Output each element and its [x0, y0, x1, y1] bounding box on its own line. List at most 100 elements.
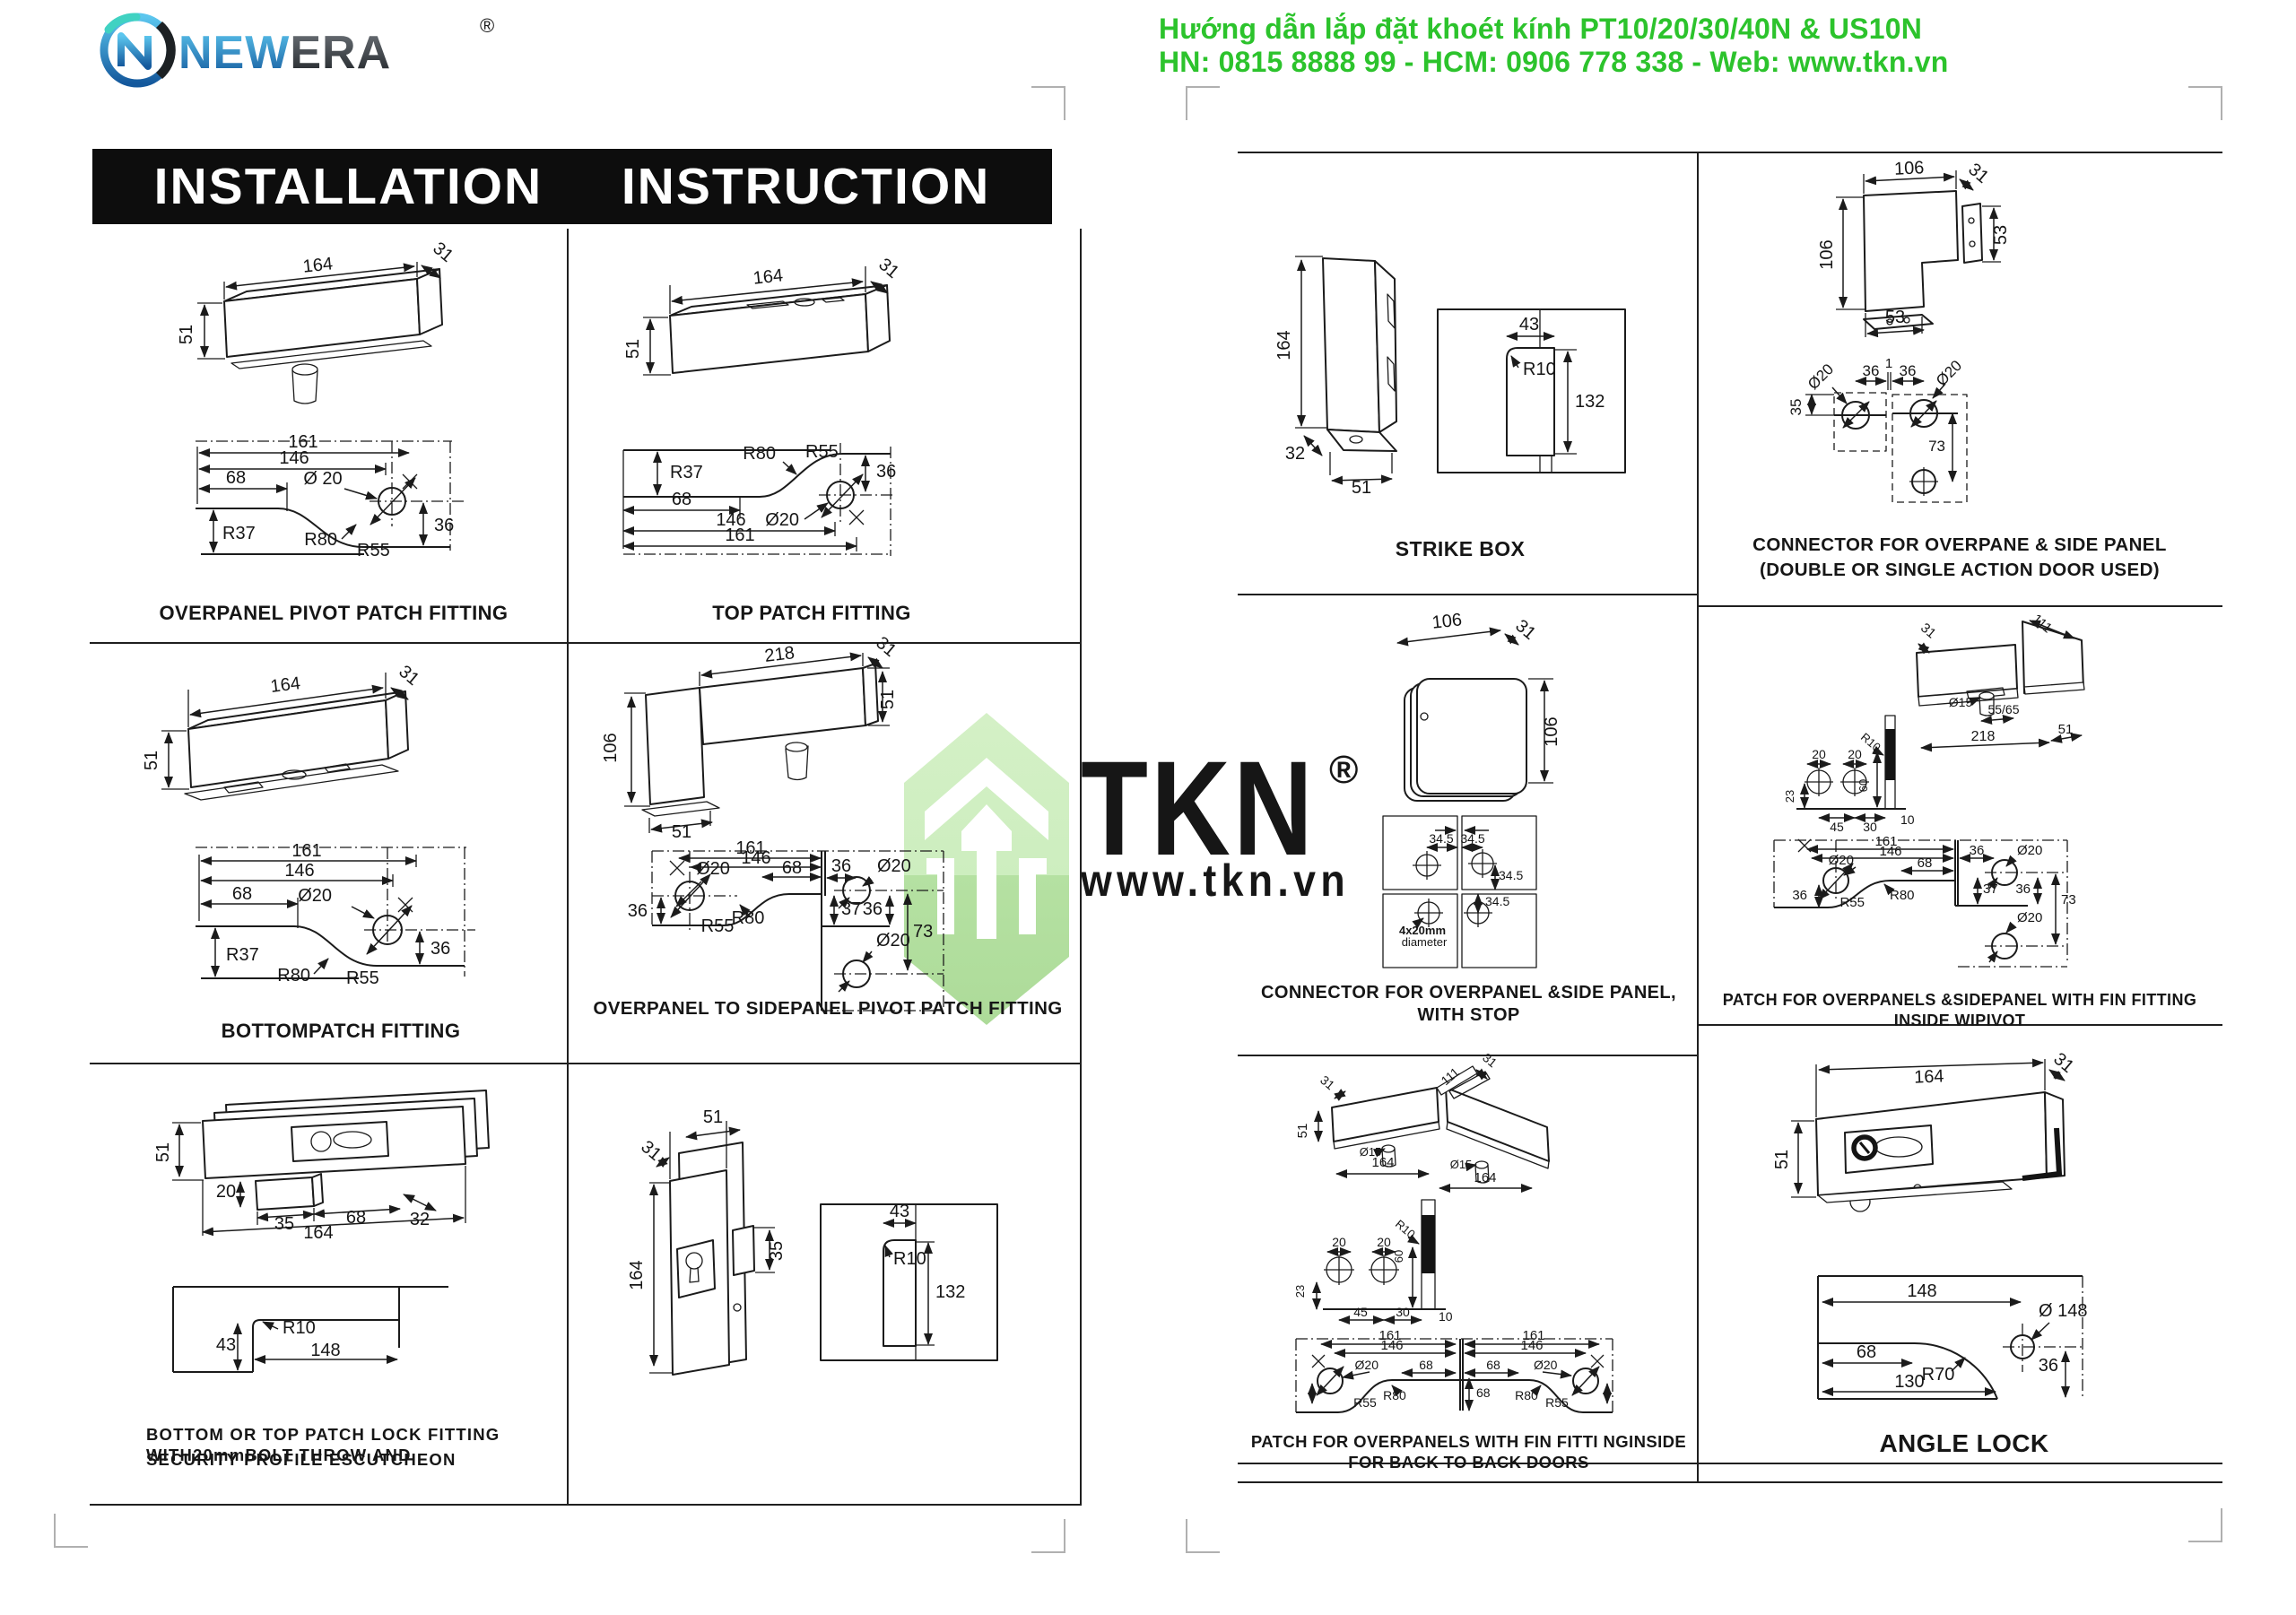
dim-label: R55 [805, 442, 839, 462]
dim-label: 106 [1542, 716, 1561, 746]
caption-c8-line2: (DOUBLE OR SINGLE ACTION DOOR USED) [1759, 560, 2161, 580]
watermark-url: www.tkn.vn [1080, 855, 1350, 906]
dim-label: 53 [1885, 308, 1905, 327]
dim-label: 164 [1914, 1066, 1944, 1087]
dim-label: 161 [1522, 1328, 1544, 1343]
dim-label: 68 [1918, 855, 1933, 871]
dim-label: 51 [623, 339, 643, 359]
dim-label: 23 [1293, 1285, 1307, 1298]
dim-label: 34.5 [1485, 894, 1509, 908]
divider [90, 1063, 1082, 1064]
dim-label: Ø20 [1829, 853, 1854, 868]
dim-label: 36 [1900, 362, 1917, 379]
c11-drill-pattern [1312, 1199, 1446, 1324]
dim-label: diameter [1402, 935, 1448, 949]
c6-plan-view [820, 1203, 998, 1361]
dim-label: 45 [1830, 820, 1844, 834]
c3-3d-view [161, 673, 409, 801]
dim-label: R80 [304, 530, 337, 550]
c8-3d-view [1836, 170, 2001, 338]
dim-label: 164 [627, 1260, 647, 1289]
dim-label: 164 [752, 265, 784, 288]
dim-label: 55/65 [1987, 702, 2019, 716]
divider [1238, 594, 1699, 595]
page-title: INSTALLATION INSTRUCTION [92, 149, 1052, 224]
dim-label: Ø20 [1933, 357, 1965, 389]
caption-c9: CONNECTOR FOR OVERPANEL &SIDE PANEL, WIT… [1261, 983, 1676, 1025]
dim-label: 31 [395, 662, 422, 690]
dim-label: 34.5 [1460, 831, 1484, 846]
dim-label: 51 [672, 822, 691, 842]
dim-label: R80 [277, 966, 310, 985]
dim-label: 51 [153, 1142, 173, 1162]
dim-label: 73 [2061, 892, 2076, 907]
dim-label: 161 [288, 432, 317, 452]
dim-label: 31 [1964, 160, 1992, 187]
dim-label: 51 [177, 325, 196, 344]
watermark-reg-icon: ® [1329, 748, 1358, 792]
dim-label: 37 [1983, 881, 1998, 897]
dim-label: Ø15 [1450, 1158, 1473, 1171]
dim-label: R80 [732, 908, 765, 928]
c10-3d-view [1916, 620, 2085, 752]
dim-label: 4x20mm [1399, 924, 1446, 937]
c5-plan-view [172, 1286, 448, 1373]
dim-label: 37 [841, 899, 861, 919]
c3-plan-view [196, 847, 475, 979]
divider [90, 642, 1082, 644]
caption-c2: TOP PATCH FITTING [712, 602, 911, 624]
divider [1697, 152, 1699, 1483]
dim-label: 146 [716, 510, 745, 530]
logo-reg-icon: ® [480, 14, 494, 37]
caption-c5-line2: SECURITY PROFILE ESCUTCHEON [146, 1450, 457, 1469]
dim-label: R37 [670, 463, 703, 482]
caption-c4: OVERPANEL TO SIDEPANEL PIVOT PATCH FITTI… [593, 998, 1063, 1019]
newera-logo: NEWERA ® [100, 13, 494, 88]
dim-label: R10 [1393, 1217, 1418, 1241]
dim-label: 30 [1396, 1305, 1410, 1319]
c6-3d-view [649, 1121, 775, 1376]
dim-label: 68 [346, 1208, 366, 1228]
dim-label: 161 [735, 838, 765, 858]
dim-label: 218 [763, 643, 796, 666]
dim-label: 132 [1575, 392, 1605, 412]
dim-label: 68 [1419, 1358, 1433, 1372]
dim-label: 51 [703, 1107, 723, 1127]
dim-label: R55 [346, 968, 379, 988]
dim-label: 31 [1511, 616, 1539, 644]
c2-3d-view [643, 266, 891, 376]
dim-label: 36 [863, 899, 883, 919]
dim-label: 36 [1863, 362, 1880, 379]
dim-label: 43 [1519, 315, 1539, 334]
dim-label: 51 [142, 751, 161, 770]
dim-label: 30 [1863, 820, 1877, 834]
c4-plan-view [651, 850, 944, 1012]
caption-c10: PATCH FOR OVERPANELS &SIDEPANEL WITH FIN… [1722, 991, 2197, 1029]
crop-mark [1186, 1519, 1220, 1553]
c11-3d-view [1314, 1065, 1550, 1193]
dim-label: 161 [1378, 1328, 1401, 1343]
dim-label: 148 [1907, 1281, 1936, 1301]
dim-label: Ø15 [1360, 1145, 1382, 1159]
dim-label: R80 [1515, 1388, 1538, 1402]
dim-label: 106 [1893, 158, 1924, 179]
dim-label: R10 [893, 1249, 926, 1269]
dim-label: 10 [1900, 812, 1915, 827]
dim-label: 31 [1318, 1072, 1337, 1092]
dim-label: 20 [1377, 1235, 1391, 1249]
dim-label: 51 [1772, 1150, 1792, 1169]
dim-label: 10 [1439, 1309, 1453, 1324]
c7-plan-view [1437, 308, 1626, 473]
dim-label: 36 [2015, 881, 2031, 897]
c1-plan-view [196, 440, 466, 555]
dim-label: Ø20 [1355, 1358, 1379, 1372]
dim-label: 20 [1332, 1235, 1346, 1249]
